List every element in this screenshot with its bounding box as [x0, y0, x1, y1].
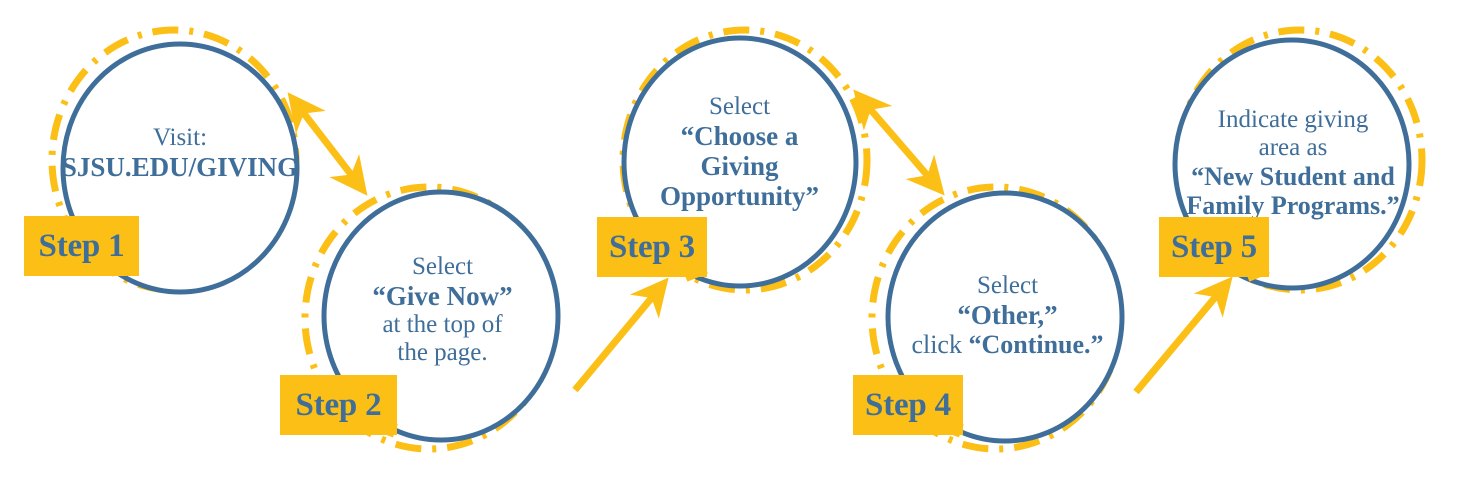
step-1-badge-label: Step 1: [38, 227, 125, 264]
step-5-badge[interactable]: Step 5: [1159, 217, 1269, 277]
arrow-3-4: [853, 89, 945, 196]
arrow-4-5: [1133, 276, 1233, 395]
dashdot-ring-5: [1174, 26, 1426, 294]
connector-arrow-group: [287, 89, 1233, 395]
arrow-1-2: [287, 92, 368, 196]
step-5-badge-label: Step 5: [1171, 228, 1257, 265]
step-3-badge-label: Step 3: [609, 228, 695, 265]
step-2-badge[interactable]: Step 2: [280, 375, 397, 435]
step-3-badge[interactable]: Step 3: [597, 217, 707, 277]
step-4-badge-label: Step 4: [865, 386, 951, 423]
arrow-2-3: [572, 277, 669, 393]
step-1-badge[interactable]: Step 1: [24, 216, 139, 276]
step-4-badge[interactable]: Step 4: [853, 375, 963, 435]
step-2-badge-label: Step 2: [295, 386, 382, 423]
